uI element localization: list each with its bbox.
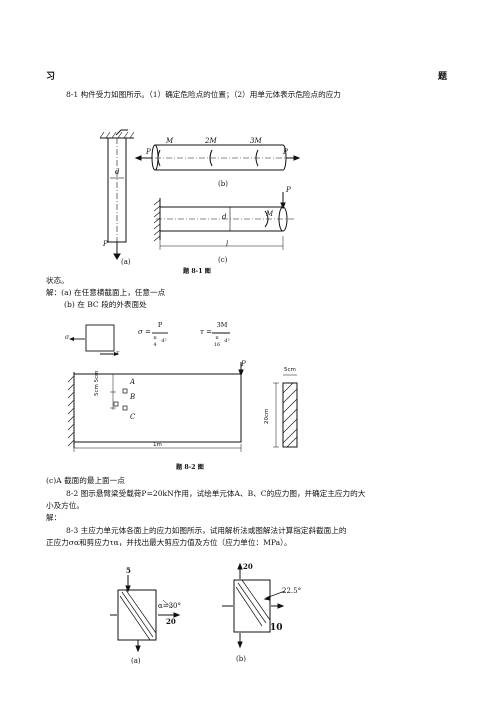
fig-8-3b-angle: 22.5° xyxy=(282,587,302,595)
fig-8-1c-P: P xyxy=(286,186,291,194)
fig-8-1c-d: d xyxy=(222,213,227,221)
problem-8-2-line1: 8-2 图示悬臂梁受载荷P=20kN作用，试绘单元体A、B、C的应力图，并确定主… xyxy=(66,489,366,498)
fig-8-1a-P: P xyxy=(103,240,108,248)
problem-8-2-solution: 解： xyxy=(46,513,62,522)
fig-8-1b-P-left: P xyxy=(146,148,151,156)
eq2-numerator: 3M xyxy=(216,321,228,329)
fig-8-2-B: B xyxy=(130,393,136,401)
fig-8-1b-P-right: P xyxy=(283,148,288,156)
problem-8-1-continuation: 状态。 xyxy=(46,276,69,285)
solution-8-1-line2: (b) 在 BC 段的外表面处 xyxy=(64,300,147,309)
fig-8-1a-bar xyxy=(99,129,135,260)
fig-8-1b-shaft xyxy=(134,144,301,171)
eq2-pi: π xyxy=(215,335,219,341)
fig-8-3b-top-value: 20 xyxy=(243,562,253,571)
fig-8-3a-top-value: 5 xyxy=(126,566,131,575)
eq1-lhs: σ = xyxy=(138,328,151,336)
fig-8-1a-d: d xyxy=(115,168,120,176)
fig-8-1c-shaft xyxy=(153,192,294,250)
fig-8-1a-label: (a) xyxy=(121,258,131,266)
fig-8-2-C: C xyxy=(130,413,136,421)
heading-right: 题 xyxy=(438,72,448,82)
problem-8-1-text: 8-1 构件受力如图所示。（1）确定危险点的位置；（2）用单元体表示危险点的应力 xyxy=(66,90,341,99)
fig-8-3b-right-value: 10 xyxy=(270,623,283,633)
heading-left: 习 xyxy=(46,72,56,82)
fig-8-3a-right-value: 20 xyxy=(166,617,176,626)
problem-8-3-line1: 8-3 主应力单元体各面上的应力如图所示，试用解析法或图解法计算指定斜截面上的 xyxy=(66,526,347,535)
problem-8-3-line2: 正应力σα和剪应力τα，并找出最大剪应力值及方位（应力单位：MPa）。 xyxy=(46,538,292,547)
fig-8-1b-label: (b) xyxy=(218,180,228,188)
fig-8-3a-angle: α=30° xyxy=(158,602,181,610)
eq2-d3: d³ xyxy=(224,338,230,344)
fig-8-1c-l: l xyxy=(226,240,229,248)
fig-8-1c-label: (c) xyxy=(218,256,228,264)
fig-8-2-A: A xyxy=(130,378,136,386)
fig-8-1c-M: M xyxy=(266,210,274,218)
fig-8-3b-label: (b) xyxy=(236,655,246,663)
eq1-pi: π xyxy=(153,335,157,341)
fig-8-1b-M: M xyxy=(166,137,174,145)
sigma-label: σ xyxy=(65,334,70,341)
eq2-sixteen: 16 xyxy=(213,342,221,348)
fig-8-2-section-width: 5cm xyxy=(284,367,296,373)
tau-label: τ xyxy=(116,350,120,357)
eq2-lhs: τ = xyxy=(200,328,212,336)
fig-8-1b-3M: 3M xyxy=(250,137,262,145)
solution-8-1-line1: 解：(a) 在任意横截面上，任意一点 xyxy=(46,288,166,297)
eq1-d2: d² xyxy=(161,338,167,344)
c-answer: (c)A 截面的最上面一点 xyxy=(46,476,125,485)
problem-8-2-line2: 小及方位。 xyxy=(46,501,84,510)
fig-8-2-P: P xyxy=(241,360,246,368)
fig-8-2-caption: 题 8-2 图 xyxy=(176,464,204,471)
fig-8-3a-label: (a) xyxy=(131,657,141,665)
eq1-four: 4 xyxy=(153,342,157,348)
fig-8-2-length: 1m xyxy=(153,442,162,448)
fig-8-1b-2M: 2M xyxy=(205,137,217,145)
fig-8-1-caption: 题 8-1 图 xyxy=(183,268,211,275)
eq1-numerator: P xyxy=(157,321,163,329)
